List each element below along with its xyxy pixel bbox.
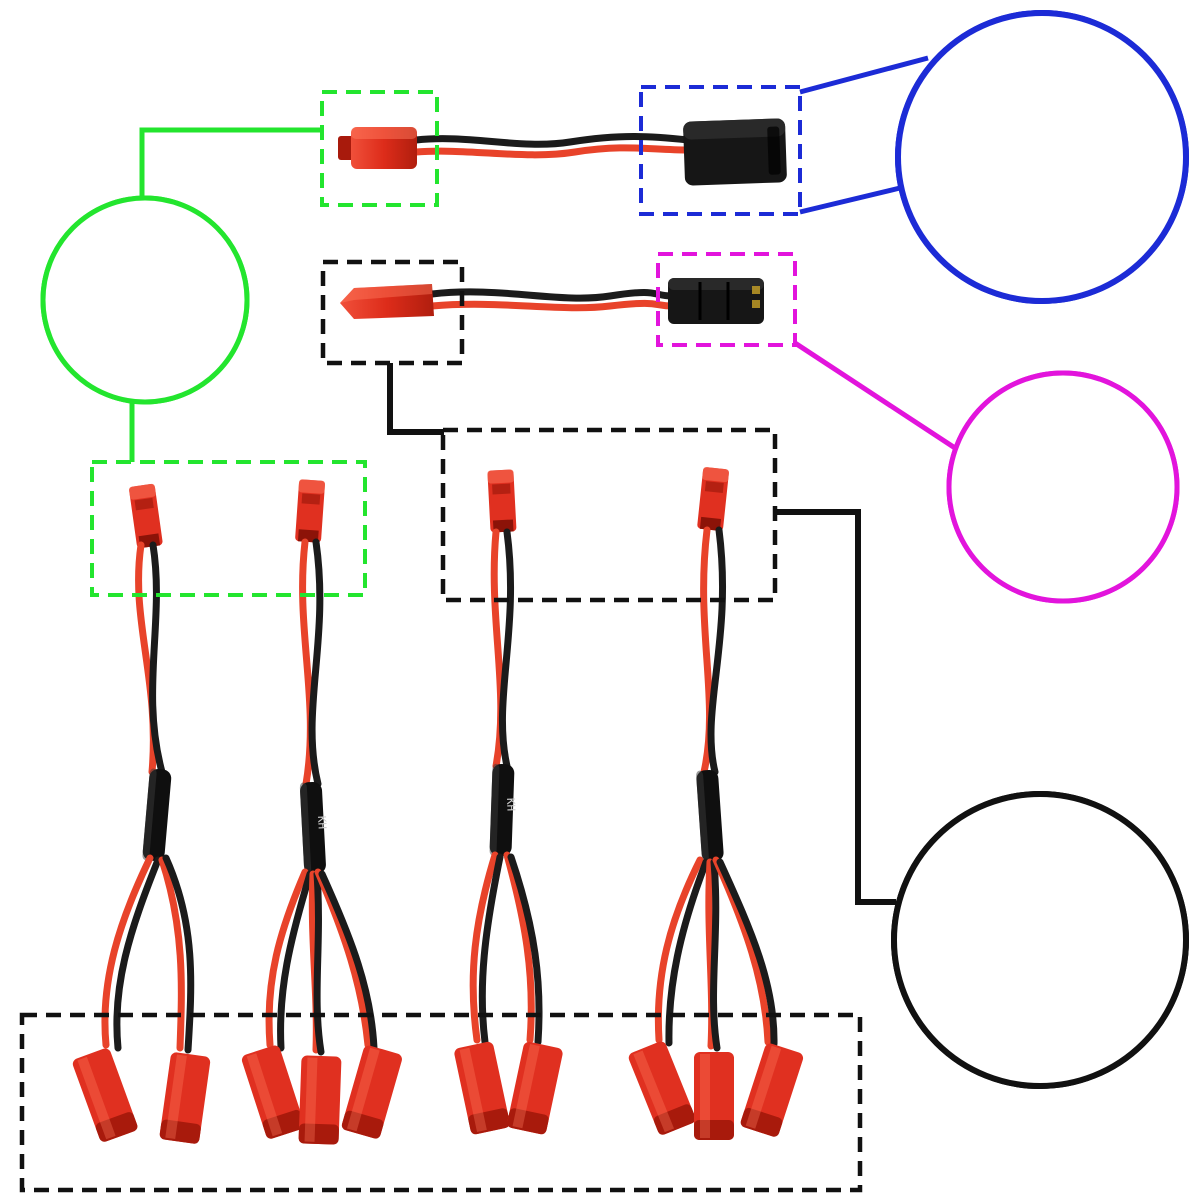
jst-top-connector bbox=[487, 469, 517, 533]
wire-black bbox=[313, 870, 325, 1056]
heatshrink-marking: KH bbox=[504, 798, 517, 812]
wire-red bbox=[469, 851, 499, 1044]
wire-black bbox=[507, 853, 543, 1046]
wire-black bbox=[716, 858, 778, 1048]
adapter-cable-2 bbox=[340, 278, 764, 324]
zoom-circle-servo-connector bbox=[895, 10, 1189, 304]
callout-line-black-right bbox=[775, 509, 896, 905]
callout-line-blue-upper bbox=[799, 55, 929, 95]
wire-black bbox=[308, 538, 324, 788]
servo-3pin-connector bbox=[668, 278, 764, 324]
callout-line-blue-lower bbox=[799, 185, 901, 215]
callout-box-servo-3pin bbox=[656, 252, 797, 347]
zoom-circle-ring bbox=[40, 195, 250, 405]
y-splitter-1 bbox=[71, 483, 211, 1145]
jst-bottom-connector bbox=[694, 1052, 734, 1140]
zoom-circle-jst-male bbox=[40, 195, 250, 405]
wire-black bbox=[318, 870, 378, 1052]
callout-box-servo-connector bbox=[639, 85, 802, 216]
jst-top-connector bbox=[294, 479, 326, 543]
callout-line-black-left bbox=[387, 363, 444, 435]
callout-box-bottom-connectors bbox=[19, 1012, 863, 1193]
wire-black bbox=[499, 528, 515, 770]
wire-red bbox=[158, 856, 185, 1052]
wire-black bbox=[113, 856, 162, 1052]
heatshrink-marking: KH bbox=[315, 815, 329, 829]
zoom-circle-servo-3pin bbox=[946, 370, 1180, 604]
zoom-circle-ring bbox=[895, 10, 1189, 304]
zoom-circle-ring bbox=[891, 791, 1189, 1089]
callout-line-green-top bbox=[139, 127, 322, 199]
wire-red bbox=[101, 854, 154, 1049]
jst-male-connector bbox=[338, 127, 417, 169]
jst-plug-connector bbox=[340, 284, 434, 319]
wire-red bbox=[428, 299, 676, 312]
wire-black bbox=[277, 870, 314, 1052]
wire-red bbox=[265, 868, 309, 1049]
wire-black bbox=[162, 854, 195, 1054]
wire-black bbox=[149, 541, 166, 776]
zoom-circle-ring bbox=[946, 370, 1180, 604]
adapter-cable-1 bbox=[338, 118, 787, 186]
callout-box-splitter-tops-left bbox=[90, 460, 367, 597]
zoom-circle-jst-female bbox=[891, 791, 1189, 1089]
wire-red bbox=[412, 144, 692, 159]
wire-black bbox=[710, 858, 721, 1052]
wire-black bbox=[665, 858, 710, 1047]
callout-line-magenta bbox=[793, 340, 957, 451]
wire-black bbox=[707, 526, 727, 776]
jst-bottom-connector bbox=[298, 1055, 342, 1145]
callout-box-jst-male-top bbox=[320, 90, 439, 207]
wire-black bbox=[478, 853, 504, 1046]
wire-black bbox=[412, 133, 692, 148]
y-splitter-2: KH bbox=[240, 479, 404, 1145]
callout-box-splitter-tops-right bbox=[440, 427, 778, 603]
servo-female-connector bbox=[683, 118, 787, 186]
